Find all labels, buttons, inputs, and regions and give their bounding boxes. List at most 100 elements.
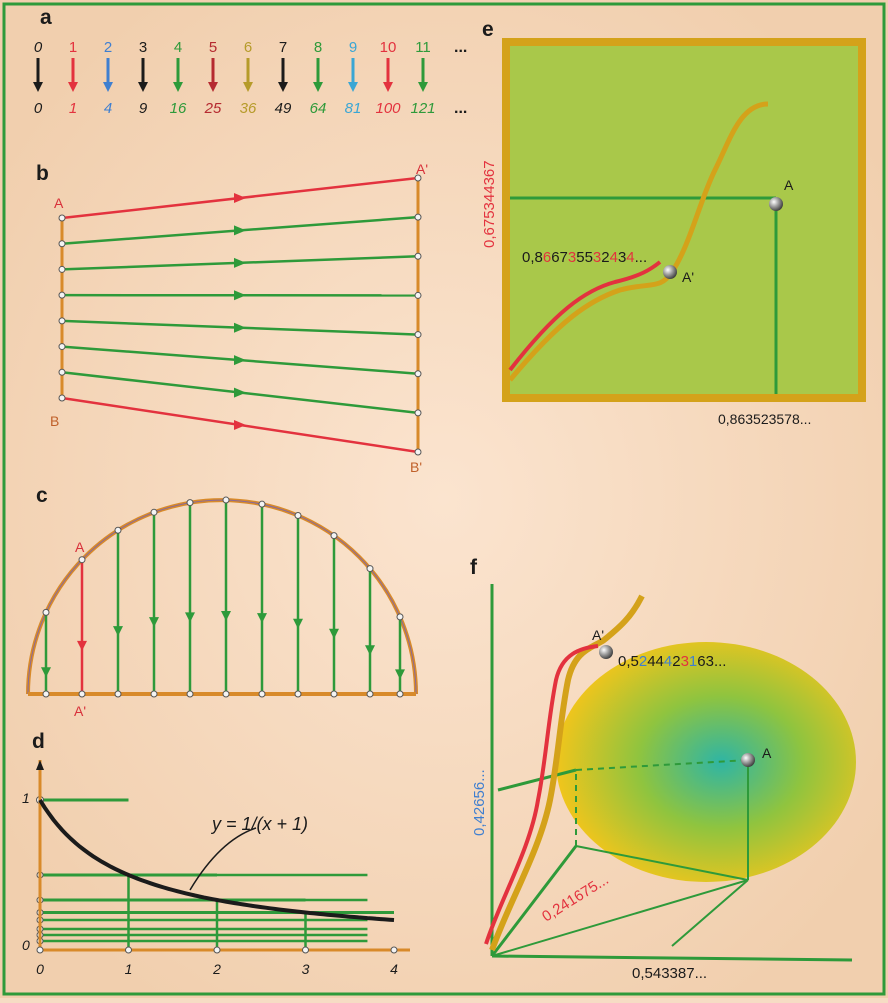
point-marker [115,691,121,697]
point-a2-label: A' [416,161,428,177]
x-value-label: 0,863523578... [718,411,811,427]
a2-value: 0,866735532434... [522,249,647,266]
z-value-label: 0,42656... [471,769,488,836]
tick-marker [303,947,309,953]
point-marker [295,513,301,519]
tick-marker [126,947,132,953]
point-marker [187,500,193,506]
point-marker [115,527,121,533]
panel-e-field [510,46,858,394]
point-marker [59,318,65,324]
point-marker [187,691,193,697]
point-marker [331,533,337,539]
panel-f-label: f [470,556,478,579]
panel-a-square: 16 [170,100,187,117]
point-marker [415,253,421,259]
panel-c-label: c [36,484,48,507]
y-value-label: 0,675344367 [481,160,498,248]
panel-a-number: 9 [349,39,357,56]
digit-group: 3 [618,249,626,266]
point-marker [367,691,373,697]
panel-a-number: 3 [139,39,147,56]
digit-group: 4 [664,653,672,670]
panel-a-square: 81 [345,100,362,117]
point-marker [59,344,65,350]
digit-group: ... [635,249,648,266]
panel-d-label: d [32,730,45,753]
panel-b-label: b [36,162,49,185]
panel-a-number: 5 [209,39,217,56]
point-a2-label: A' [682,269,694,285]
panel-a-number: 0 [34,39,43,56]
panel-a-ellipsis-top: ... [454,39,467,56]
digit-group: 4 [626,249,634,266]
panel-a-number: 7 [279,39,287,56]
panel-a-label: a [40,6,52,29]
point-marker [43,609,49,615]
y-one-label: 1 [22,790,30,806]
digit-group: 44 [647,653,664,670]
point-a2 [599,645,613,659]
point-marker [59,241,65,247]
point-marker [367,566,373,572]
digit-group: 2 [672,653,680,670]
panel-a-square: 9 [139,100,148,117]
panel-a-square: 0 [34,100,43,117]
point-a2-label: A' [592,627,604,643]
digit-group: 2 [639,653,647,670]
panel-a-number: 8 [314,39,322,56]
panel-a-square: 64 [310,100,327,117]
digit-group: 1 [689,653,697,670]
panel-a-square: 49 [275,100,292,117]
point-marker [59,215,65,221]
digit-group: 3 [706,653,714,670]
point-a-label: A [54,195,64,211]
x-value-label: 0,543387... [632,965,707,982]
point-marker [223,497,229,503]
point-marker [151,691,157,697]
point-marker [59,266,65,272]
x-tick-label: 3 [302,961,310,977]
point-marker [295,691,301,697]
point-marker [415,292,421,298]
point-marker [415,449,421,455]
digit-group: 2 [601,249,609,266]
a2-value: 0,5244423163... [618,653,726,670]
point-marker [331,691,337,697]
point-marker [415,214,421,220]
panel-a-number: 1 [69,39,77,56]
panel-a-square: 100 [375,100,401,117]
point-marker [259,501,265,507]
digit-group: 67 [551,249,568,266]
point-marker [59,369,65,375]
y-zero-label: 0 [22,937,30,953]
point-a-label: A [762,745,772,761]
panel-a-square: 1 [69,100,77,117]
digit-group: 3 [593,249,601,266]
color-disc [556,642,856,882]
digit-group: 0,5 [618,653,639,670]
point-a [741,753,755,767]
panel-a-number: 10 [380,39,397,56]
digit-group: 3 [681,653,689,670]
panel-a-ellipsis-bottom: ... [454,100,467,117]
x-tick-label: 0 [36,961,44,977]
point-marker [151,509,157,515]
x-tick-label: 1 [125,961,133,977]
point-marker [59,395,65,401]
point-marker [415,371,421,377]
panel-a-square: 36 [240,100,257,117]
point-marker [43,691,49,697]
point-a2-label: A' [74,703,86,719]
panel-e-label: e [482,18,494,41]
digit-group: ... [714,653,727,670]
digit-group: 6 [697,653,705,670]
point-marker [415,332,421,338]
panel-a-square: 25 [204,100,222,117]
panel-e: e A A' 0,866735532434... 0,675344367 0,8… [481,18,866,427]
panel-a-number: 4 [174,39,182,56]
tick-marker [37,947,43,953]
point-a [769,197,783,211]
panel-a-number: 2 [104,39,112,56]
